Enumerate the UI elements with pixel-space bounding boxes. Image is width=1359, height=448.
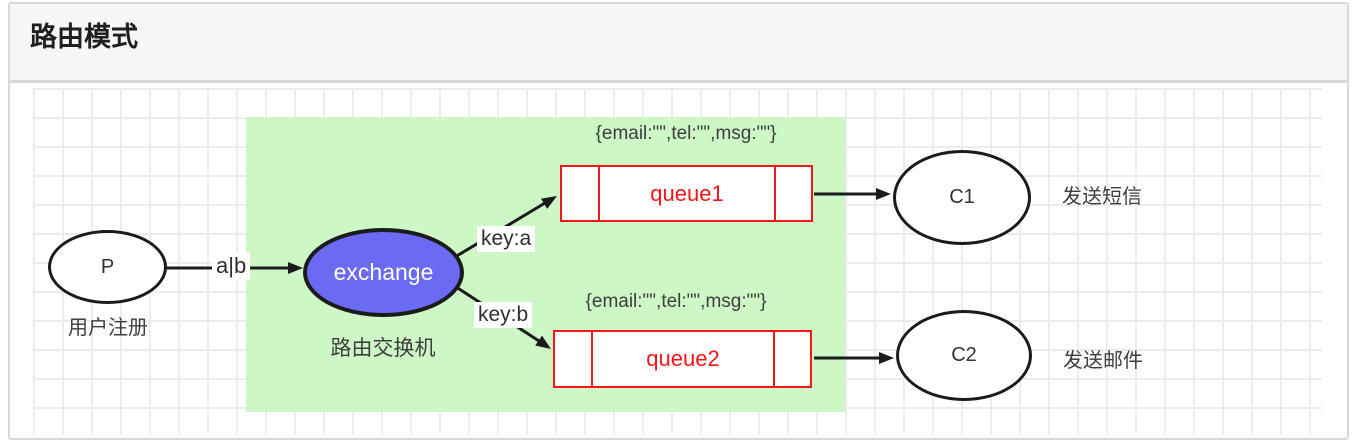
queue2-node: queue2 (553, 330, 812, 388)
queue1-node: queue1 (560, 165, 813, 222)
queue1-label: queue1 (650, 180, 724, 206)
consumer1-caption: 发送短信 (1062, 186, 1142, 208)
consumer1-node: C1 (893, 150, 1031, 245)
edge-queue1-to-c1 (814, 188, 891, 200)
exchange-caption: 路由交换机 (330, 337, 436, 360)
queue1-tail-cell (774, 167, 811, 220)
edge-queue2-to-c2 (814, 352, 894, 364)
panel-header (10, 4, 1347, 80)
edge-label-ab: a|b (212, 252, 251, 280)
exchange-label: exchange (333, 259, 434, 285)
queue2-message: {email:"",tel:"",msg:""} (585, 291, 767, 312)
edge-label-key-a: key:a (477, 226, 536, 252)
consumer2-caption: 发送邮件 (1063, 350, 1143, 372)
exchange-node: exchange (303, 228, 464, 317)
queue2-label: queue2 (646, 346, 720, 371)
queue1-message: {email:"",tel:"",msg:""} (595, 123, 777, 144)
producer-caption: 用户注册 (68, 317, 148, 339)
consumer1-label: C1 (949, 186, 975, 208)
consumer2-node: C2 (896, 310, 1032, 401)
producer-node: P (48, 230, 167, 304)
producer-label: P (100, 255, 115, 278)
edge-label-key-b: key:b (474, 302, 533, 328)
page-title: 路由模式 (30, 22, 138, 52)
queue1-head-cell (562, 167, 600, 220)
queue2-head-cell (555, 332, 593, 386)
consumer2-label: C2 (951, 344, 977, 366)
queue2-tail-cell (773, 332, 810, 386)
header-divider (10, 80, 1347, 83)
